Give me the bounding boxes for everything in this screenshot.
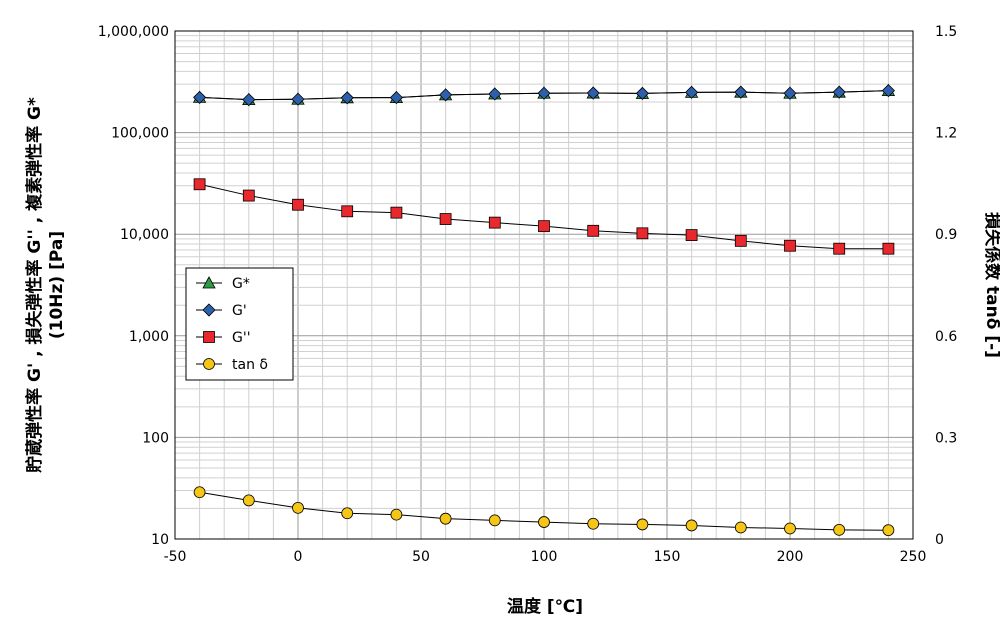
data-point: [832, 85, 846, 99]
data-point: [242, 494, 255, 507]
y-left-tick-label: 1,000,000: [98, 24, 169, 40]
data-point: [341, 205, 354, 218]
grid: [174, 31, 914, 540]
data-point: [833, 523, 846, 536]
data-point: [242, 93, 256, 107]
series-layer: [192, 83, 896, 537]
data-point: [685, 229, 698, 241]
legend: G* G' G'' tan δ: [185, 267, 294, 381]
legend-label: G*: [232, 276, 250, 292]
data-point: [587, 224, 600, 237]
data-point: [734, 85, 748, 99]
data-point: [784, 239, 796, 252]
data-point: [685, 85, 699, 99]
legend-label: G': [232, 303, 247, 319]
y-left-tick-label: 100,000: [111, 126, 169, 142]
data-point: [340, 91, 354, 105]
y-right-tick-label: 0.3: [935, 430, 957, 446]
data-point: [292, 198, 304, 211]
data-point: [586, 86, 600, 100]
x-tick-label: 200: [777, 549, 804, 565]
data-point: [881, 84, 895, 98]
data-point: [488, 87, 502, 101]
data-point: [538, 516, 550, 528]
series-1: [193, 84, 895, 107]
data-point: [488, 216, 501, 229]
data-point: [389, 91, 403, 105]
data-point: [193, 486, 206, 499]
data-point: [636, 518, 649, 531]
x-tick-label: 150: [654, 549, 681, 565]
legend-marker: [202, 276, 216, 289]
y-left-tick-label: 100: [142, 430, 169, 446]
y-right-tick-label: 0: [935, 532, 944, 548]
data-point: [587, 517, 600, 530]
x-tick-label: 100: [531, 549, 558, 565]
data-point: [685, 519, 698, 532]
series-2: [193, 178, 895, 255]
y-right-axis-title: 損失係数 tanδ [-]: [982, 212, 1000, 358]
x-tick-label: 250: [900, 549, 927, 565]
y-left-tick-label: 1,000: [129, 329, 169, 345]
data-point: [390, 206, 403, 219]
y-left-axis-title-line1: 貯蔵弾性率 G' , 損失弾性率 G'' , 複素弾性率 G*: [24, 97, 45, 473]
data-point: [882, 242, 895, 255]
data-point: [439, 512, 452, 525]
y-right-tick-label: 0.9: [935, 227, 957, 243]
data-point: [833, 242, 846, 255]
data-point: [636, 227, 649, 240]
data-point: [488, 514, 501, 527]
y-right-tick-label: 1.5: [935, 24, 957, 40]
x-tick-labels: -50 0 50 100 150 200 250: [164, 549, 927, 565]
legend-marker: [202, 303, 216, 317]
data-point: [193, 90, 207, 104]
data-point: [537, 86, 551, 100]
plot-frame: [174, 30, 914, 540]
legend-label: G'': [232, 330, 251, 346]
y-right-tick-labels: 0 0.3 0.6 0.9 1.2 1.5: [935, 24, 957, 548]
x-tick-label: 50: [412, 549, 430, 565]
data-point: [882, 524, 895, 537]
y-right-tick-label: 0.6: [935, 329, 957, 345]
y-left-tick-labels: 10 100 1,000 10,000 100,000 1,000,000: [98, 24, 169, 548]
x-tick-label: 0: [294, 549, 303, 565]
data-point: [783, 86, 797, 100]
y-left-tick-label: 10: [151, 532, 169, 548]
data-point: [242, 189, 255, 202]
y-right-tick-label: 1.2: [935, 126, 957, 142]
data-point: [390, 508, 403, 521]
data-point: [734, 521, 747, 534]
legend-marker: [203, 331, 215, 343]
data-point: [439, 213, 452, 225]
x-tick-label: -50: [164, 549, 187, 565]
data-point: [193, 178, 206, 191]
legend-label: tan δ: [232, 357, 268, 373]
data-point: [635, 86, 649, 100]
data-point: [439, 88, 453, 102]
x-axis-title: 温度 [℃]: [507, 596, 583, 617]
y-left-axis-title-line2: (10Hz) [Pa]: [47, 231, 67, 339]
y-left-tick-label: 10,000: [120, 227, 169, 243]
data-point: [538, 220, 550, 233]
data-point: [341, 507, 354, 520]
data-point: [734, 234, 747, 247]
data-point: [292, 501, 304, 514]
legend-marker: [203, 358, 215, 370]
series-3: [193, 486, 895, 537]
data-point: [291, 92, 305, 106]
data-point: [784, 522, 796, 535]
